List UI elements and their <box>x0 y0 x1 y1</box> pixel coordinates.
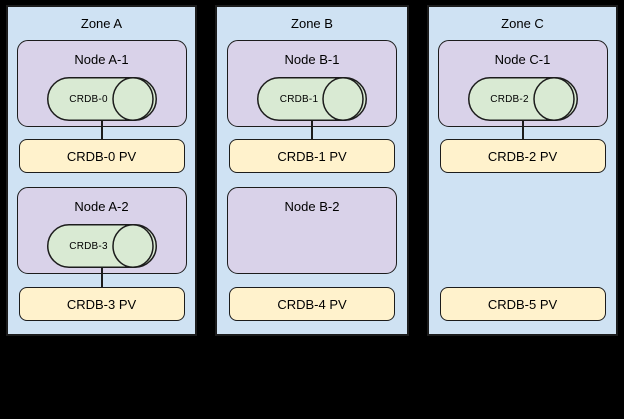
pod-pv-connector <box>521 120 524 141</box>
crdb-3-pod-cylinder: CRDB-3 <box>46 224 157 268</box>
crdb-2-pv-box: CRDB-2 PV <box>439 139 606 173</box>
node-c-1-label: Node C-1 <box>494 52 551 67</box>
crdb-2-pod-cylinder: CRDB-2 <box>467 77 578 121</box>
zone-c-container: Zone C Node C-1 CRDB-2 CRDB-2 PV CRDB-5 … <box>427 5 618 336</box>
crdb-1-pv-box: CRDB-1 PV <box>229 139 395 173</box>
zone-b-container: Zone B Node B-1 CRDB-1 CRDB-1 PV Node B-… <box>215 5 409 336</box>
pod-pv-connector <box>100 120 103 141</box>
zone-b-label: Zone B <box>291 16 333 31</box>
node-b-1-box: Node B-1 CRDB-1 <box>227 40 397 127</box>
crdb-3-pv-box: CRDB-3 PV <box>18 287 185 321</box>
node-c-1-box: Node C-1 CRDB-2 <box>437 40 608 127</box>
pod-pv-connector <box>311 120 313 141</box>
crdb-4-pv-box: CRDB-4 PV <box>229 287 395 321</box>
node-b-2-box: Node B-2 <box>227 187 397 274</box>
crdb-5-pv-box: CRDB-5 PV <box>439 287 606 321</box>
crdb-1-pod-cylinder: CRDB-1 <box>257 77 367 121</box>
crdb-0-pv-label: CRDB-0 PV <box>66 148 137 164</box>
database-cylinder-icon <box>257 77 367 121</box>
crdb-0-pv-box: CRDB-0 PV <box>18 139 185 173</box>
database-cylinder-icon <box>46 224 157 268</box>
node-a-1-box: Node A-1 CRDB-0 <box>16 40 187 127</box>
database-cylinder-icon <box>467 77 578 121</box>
crdb-3-pv-label: CRDB-3 PV <box>66 296 137 312</box>
node-a-2-label: Node A-2 <box>74 199 129 214</box>
crdb-2-pv-label: CRDB-2 PV <box>487 148 558 164</box>
crdb-0-pod-cylinder: CRDB-0 <box>46 77 157 121</box>
node-a-2-box: Node A-2 CRDB-3 <box>16 187 187 274</box>
crdb-1-pod-label: CRDB-1 <box>279 93 319 105</box>
pod-pv-connector <box>100 267 103 288</box>
crdb-0-pod-label: CRDB-0 <box>69 93 108 105</box>
database-cylinder-icon <box>46 77 157 121</box>
zone-a-label: Zone A <box>80 16 123 31</box>
crdb-3-pod-label: CRDB-3 <box>69 240 108 252</box>
crdb-4-pv-label: CRDB-4 PV <box>277 296 347 312</box>
node-b-1-label: Node B-1 <box>284 52 340 67</box>
zone-c-label: Zone C <box>501 16 544 31</box>
crdb-2-pod-label: CRDB-2 <box>490 93 529 105</box>
node-b-2-label: Node B-2 <box>284 199 340 214</box>
crdb-5-pv-label: CRDB-5 PV <box>487 296 558 312</box>
crdb-1-pv-label: CRDB-1 PV <box>277 148 347 164</box>
node-a-1-label: Node A-1 <box>74 52 129 67</box>
zone-a-container: Zone A Node A-1 CRDB-0 CRDB-0 PV Node A-… <box>6 5 197 336</box>
